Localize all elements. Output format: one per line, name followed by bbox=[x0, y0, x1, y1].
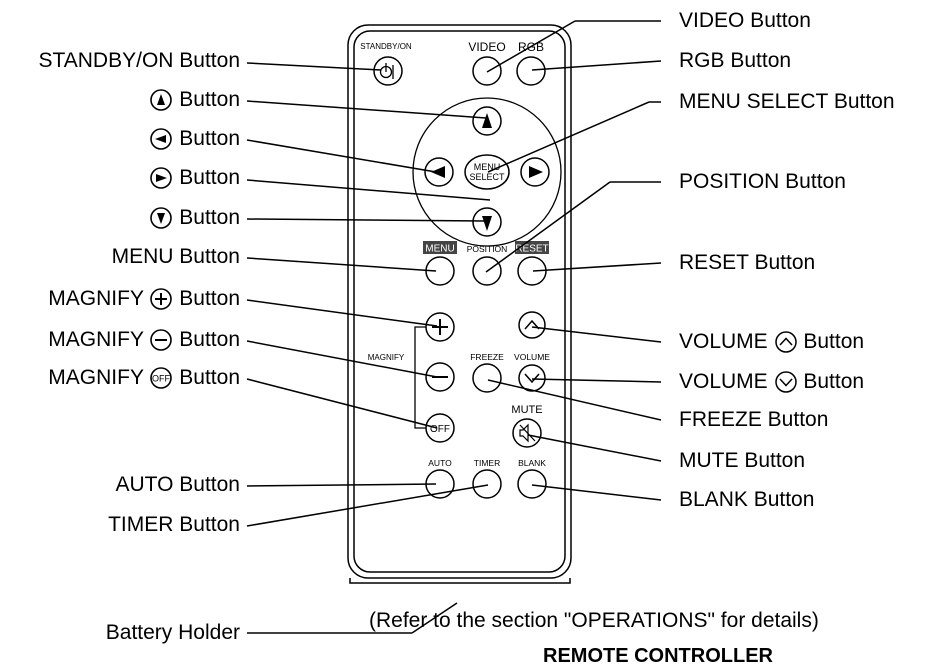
volume-up-button[interactable] bbox=[518, 311, 546, 339]
label-position: POSITION Button bbox=[679, 170, 846, 193]
label-rgb: RGB Button bbox=[679, 49, 792, 72]
remote-auto-text: AUTO bbox=[428, 458, 452, 468]
label-right-text: Button bbox=[179, 166, 240, 189]
label-standby-on: STANDBY/ON Button bbox=[38, 49, 240, 72]
label-blank: BLANK Button bbox=[679, 488, 815, 511]
magnify-plus-button[interactable] bbox=[425, 312, 455, 342]
up-arrow-circle-icon bbox=[150, 89, 173, 112]
label-volume-down-suffix: Button bbox=[803, 370, 865, 393]
volume-down-button[interactable] bbox=[518, 364, 546, 392]
label-reset: RESET Button bbox=[679, 251, 816, 274]
right-arrow-circle-icon bbox=[150, 167, 173, 190]
label-menu: MENU Button bbox=[111, 245, 240, 268]
menu-select-button[interactable] bbox=[464, 154, 510, 190]
label-video: VIDEO Button bbox=[679, 9, 811, 32]
label-mute: MUTE Button bbox=[679, 449, 806, 472]
label-magnify-off-prefix: MAGNIFY bbox=[48, 366, 144, 389]
remote-standby-text: STANDBY/ON bbox=[360, 42, 412, 51]
direction-pad-ring bbox=[412, 97, 562, 247]
label-freeze: FREEZE Button bbox=[679, 408, 829, 431]
label-down-button: Button bbox=[149, 206, 240, 230]
video-button[interactable] bbox=[472, 56, 502, 86]
label-right-button: Button bbox=[149, 166, 240, 190]
reset-button[interactable] bbox=[517, 256, 547, 286]
freeze-button[interactable] bbox=[472, 363, 502, 393]
label-magnify-minus-suffix: Button bbox=[179, 328, 240, 351]
chevron-down-circle-icon bbox=[774, 371, 797, 394]
label-menu-select: MENU SELECT Button bbox=[679, 90, 895, 113]
label-down-text: Button bbox=[179, 206, 240, 229]
leader-lines bbox=[246, 20, 662, 634]
off-circle-icon: OFF bbox=[150, 367, 173, 390]
label-timer: TIMER Button bbox=[108, 513, 240, 536]
magnify-minus-button[interactable] bbox=[425, 362, 455, 392]
magnify-bracket bbox=[414, 326, 427, 429]
remote-mute-text: MUTE bbox=[511, 404, 542, 416]
label-up-button: Button bbox=[149, 88, 240, 112]
svg-text:OFF: OFF bbox=[152, 374, 170, 384]
down-button[interactable] bbox=[472, 207, 502, 237]
label-up-text: Button bbox=[179, 88, 240, 111]
remote-menu-text: MENU bbox=[425, 244, 454, 255]
remote-blank-text: BLANK bbox=[518, 458, 546, 468]
left-arrow-circle-icon bbox=[150, 128, 173, 151]
down-arrow-circle-icon bbox=[150, 207, 173, 230]
menu-label-box bbox=[423, 241, 457, 254]
remote-reset-text: RESET bbox=[515, 244, 548, 255]
left-button[interactable] bbox=[424, 157, 454, 187]
label-magnify-plus-suffix: Button bbox=[179, 287, 240, 310]
up-button[interactable] bbox=[472, 106, 502, 136]
label-left-text: Button bbox=[179, 127, 240, 150]
remote-volume-text: VOLUME bbox=[514, 352, 550, 362]
remote-menu-select-text-1: MENU bbox=[474, 162, 501, 172]
remote-timer-text: TIMER bbox=[474, 458, 500, 468]
figure-caption: REMOTE CONTROLLER bbox=[543, 645, 773, 667]
operations-note: (Refer to the section "OPERATIONS" for d… bbox=[369, 609, 819, 632]
remote-video-text: VIDEO bbox=[468, 40, 505, 54]
label-magnify-off-suffix: Button bbox=[179, 366, 240, 389]
plus-circle-icon bbox=[150, 288, 173, 311]
mute-button[interactable] bbox=[512, 418, 542, 448]
rgb-button[interactable] bbox=[516, 56, 546, 86]
chevron-up-circle-icon bbox=[774, 331, 797, 354]
blank-button[interactable] bbox=[517, 469, 547, 499]
label-volume-down-prefix: VOLUME bbox=[679, 370, 768, 393]
remote-body bbox=[347, 24, 572, 579]
minus-circle-icon bbox=[150, 329, 173, 352]
remote-position-text: POSITION bbox=[467, 244, 508, 254]
right-button[interactable] bbox=[520, 157, 550, 187]
label-volume-up-prefix: VOLUME bbox=[679, 330, 768, 353]
timer-button[interactable] bbox=[472, 469, 502, 499]
standby-button[interactable] bbox=[373, 56, 403, 86]
label-left-button: Button bbox=[149, 127, 240, 151]
magnify-off-button[interactable] bbox=[425, 413, 455, 443]
remote-magnify-text: MAGNIFY bbox=[368, 353, 405, 362]
label-volume-down: VOLUME Button bbox=[679, 370, 864, 394]
speaker-muted-icon bbox=[519, 423, 529, 443]
remote-off-text: OFF bbox=[430, 424, 450, 435]
label-magnify-minus: MAGNIFY Button bbox=[48, 328, 240, 352]
label-magnify-minus-prefix: MAGNIFY bbox=[48, 328, 144, 351]
label-magnify-plus: MAGNIFY Button bbox=[48, 287, 240, 311]
battery-holder bbox=[349, 578, 571, 584]
label-magnify-plus-prefix: MAGNIFY bbox=[48, 287, 144, 310]
label-volume-up: VOLUME Button bbox=[679, 330, 864, 354]
label-magnify-off: MAGNIFY OFF Button bbox=[48, 366, 240, 390]
label-auto: AUTO Button bbox=[115, 473, 240, 496]
label-volume-up-suffix: Button bbox=[803, 330, 865, 353]
remote-freeze-text: FREEZE bbox=[470, 352, 504, 362]
remote-menu-select-text-2: SELECT bbox=[469, 172, 505, 182]
label-battery-holder: Battery Holder bbox=[105, 621, 240, 644]
